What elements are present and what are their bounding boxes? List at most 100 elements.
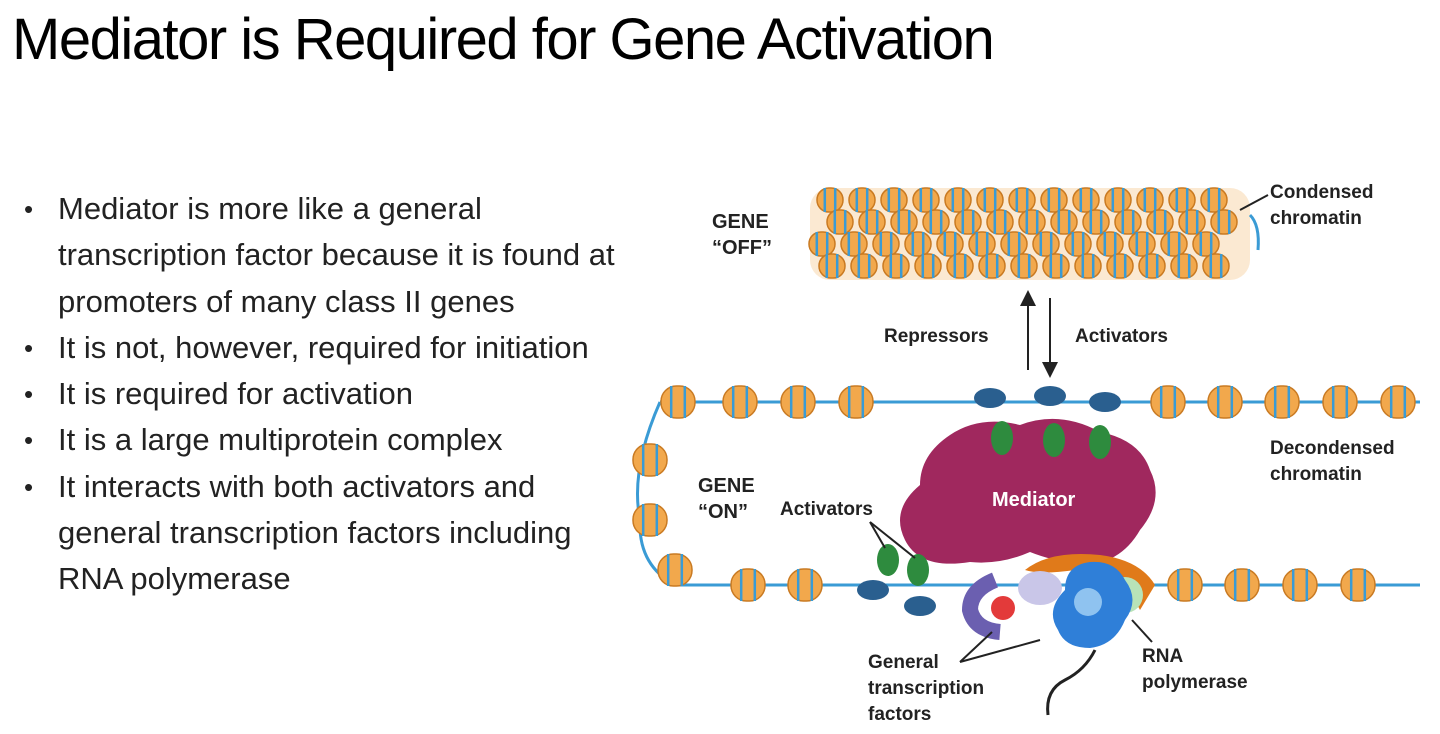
nucleosome [787, 568, 823, 602]
nucleosome [1010, 253, 1038, 279]
nucleosome [936, 231, 964, 257]
nucleosome [880, 187, 908, 213]
bullet-item: It is required for activation [24, 371, 624, 418]
gene-on-label-2: “ON” [698, 501, 748, 523]
nucleosome [978, 253, 1006, 279]
bullet-item: It is a large multiprotein complex [24, 417, 624, 464]
activators-pointer-1 [869, 521, 886, 549]
nucleosome [1096, 231, 1124, 257]
rna-pol-pointer [1131, 619, 1153, 643]
nucleosome [818, 253, 846, 279]
nucleosome [976, 187, 1004, 213]
nucleosome [1192, 231, 1220, 257]
nucleosome [1167, 568, 1203, 602]
rna-pol-label-1: RNA [1142, 646, 1183, 667]
mediator-complex [900, 418, 1156, 565]
nucleosome [1008, 187, 1036, 213]
gene-on-label-1: GENE [698, 475, 755, 497]
nucleosome [1018, 209, 1046, 235]
nucleosome [1128, 231, 1156, 257]
nucleosome [1178, 209, 1206, 235]
nucleosome [1170, 253, 1198, 279]
nucleosome [986, 209, 1014, 235]
nucleosome [1282, 568, 1318, 602]
activators-label: Activators [780, 499, 873, 520]
gtf-label-2: transcription [868, 678, 984, 699]
condensed-label-1: Condensed [1270, 182, 1373, 203]
slide-title: Mediator is Required for Gene Activation [12, 7, 995, 72]
nucleosome [912, 187, 940, 213]
nucleosome [1040, 187, 1068, 213]
bullet-list: Mediator is more like a general transcri… [24, 186, 624, 603]
nucleosome [1200, 187, 1228, 213]
nucleosome [808, 231, 836, 257]
gtf-label-1: General [868, 652, 939, 673]
nucleosome [1224, 568, 1260, 602]
nucleosome [1160, 231, 1188, 257]
nucleosome [1136, 187, 1164, 213]
nucleosome [730, 568, 766, 602]
nucleosome [1207, 385, 1243, 419]
repressors-label: Repressors [884, 326, 989, 347]
activators-pointer-2 [869, 521, 916, 559]
nucleosome [1138, 253, 1166, 279]
nucleosome [632, 503, 668, 537]
nucleosome [826, 209, 854, 235]
nucleosome [1322, 385, 1358, 419]
nucleosome [1380, 385, 1416, 419]
nucleosome-group [632, 385, 1416, 602]
nucleosome [1032, 231, 1060, 257]
nucleosome [1104, 187, 1132, 213]
nucleosome [1000, 231, 1028, 257]
nucleosome [722, 385, 758, 419]
gtf-pointer-2 [959, 639, 1041, 663]
nucleosome [1210, 209, 1238, 235]
nucleosome [1106, 253, 1134, 279]
nucleosome [1050, 209, 1078, 235]
nucleosome [660, 385, 696, 419]
nucleosome [1340, 568, 1376, 602]
condensed-chromatin [808, 187, 1260, 280]
condensed-label-2: chromatin [1270, 208, 1362, 229]
nucleosome [816, 187, 844, 213]
nucleosome [872, 231, 900, 257]
nucleosome [1072, 187, 1100, 213]
gtf-pointer-1 [959, 631, 993, 663]
nucleosome [944, 187, 972, 213]
decondensed-label-2: chromatin [1270, 464, 1362, 485]
nucleosome [1150, 385, 1186, 419]
nucleosome [890, 209, 918, 235]
nucleosome [838, 385, 874, 419]
nucleosome [1146, 209, 1174, 235]
decondensed-label-1: Decondensed [1270, 438, 1395, 459]
nucleosome [946, 253, 974, 279]
chromatin-diagram: Condensed chromatin GENE “OFF” Repressor… [632, 182, 1420, 725]
nucleosome [1074, 253, 1102, 279]
gene-off-label-2: “OFF” [712, 237, 772, 259]
nucleosome [1264, 385, 1300, 419]
gene-off-label-1: GENE [712, 211, 769, 233]
nucleosome [954, 209, 982, 235]
nucleosome [850, 253, 878, 279]
upper-activators [974, 386, 1121, 459]
nucleosome [780, 385, 816, 419]
condensed-leader-line [1239, 194, 1269, 211]
activators-arrow-label: Activators [1075, 326, 1168, 347]
nucleosome [840, 231, 868, 257]
nucleosome [904, 231, 932, 257]
bullet-item: It interacts with both activators and ge… [24, 464, 624, 603]
nucleosome [1042, 253, 1070, 279]
mediator-label: Mediator [992, 489, 1076, 511]
rna-pol-label-2: polymerase [1142, 672, 1248, 693]
nucleosome [882, 253, 910, 279]
nucleosome [922, 209, 950, 235]
transcription-machinery [961, 554, 1155, 716]
nucleosome [914, 253, 942, 279]
nucleosome [632, 443, 668, 477]
nucleosome [1082, 209, 1110, 235]
nucleosome [858, 209, 886, 235]
nucleosome [1114, 209, 1142, 235]
nucleosome [1168, 187, 1196, 213]
gtf-label-3: factors [868, 704, 931, 725]
bullet-item: Mediator is more like a general transcri… [24, 186, 624, 325]
